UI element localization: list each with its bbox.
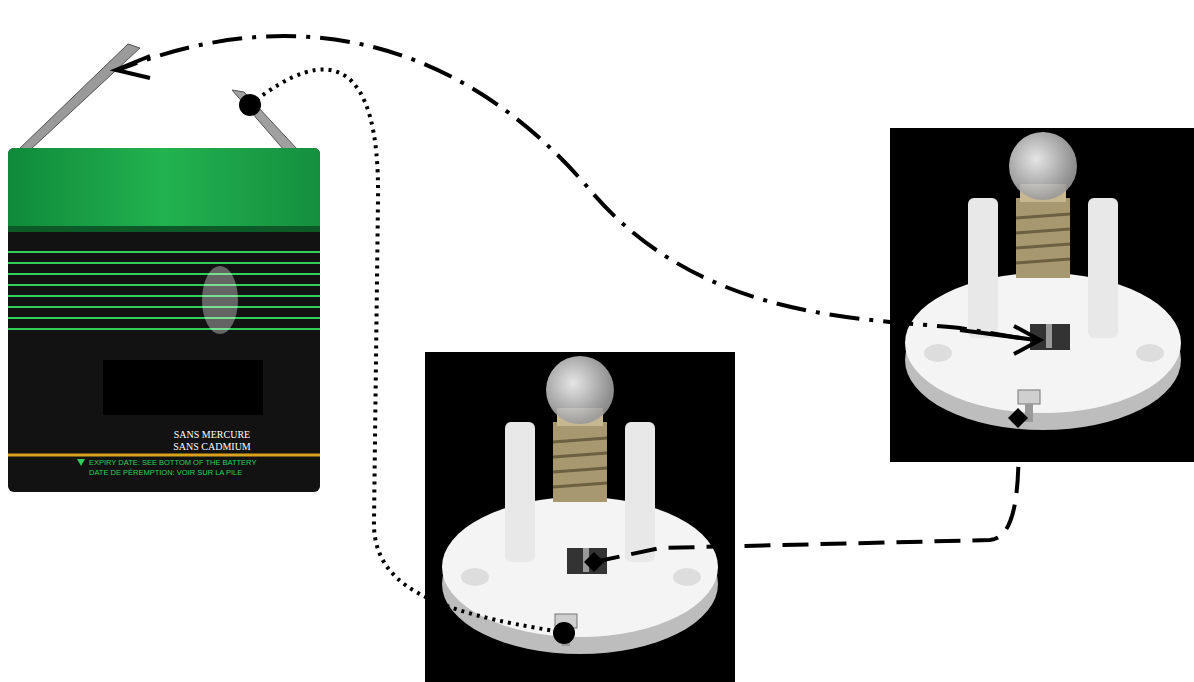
- photo-background: [890, 128, 1194, 462]
- battery-notice: EXPIRY DATE: SEE BOTTOM OF THE BATTERY: [89, 459, 256, 467]
- battery-terminal: [18, 44, 140, 150]
- battery-text: SANS MERCURE: [174, 430, 250, 440]
- wire: [594, 420, 1019, 562]
- arrowhead: [1014, 326, 1040, 354]
- battery-body: [8, 148, 320, 492]
- bulb-holder: [442, 356, 718, 654]
- arrowhead: [116, 56, 150, 78]
- wire: [118, 36, 1020, 338]
- bulb-holder: [905, 132, 1181, 430]
- battery-notice: DATE DE PÉREMPTION: VOIR SUR LA PILE: [89, 469, 242, 477]
- warning-triangle: [77, 459, 85, 466]
- battery-terminal: [232, 90, 298, 150]
- wire-dot: [239, 94, 261, 116]
- wire-dot: [553, 622, 575, 644]
- wire-diamond: [584, 552, 604, 572]
- photo-background: [425, 352, 735, 682]
- wire-diamond: [1008, 408, 1028, 428]
- wire: [250, 69, 562, 632]
- battery-text: SANS CADMIUM: [173, 442, 251, 452]
